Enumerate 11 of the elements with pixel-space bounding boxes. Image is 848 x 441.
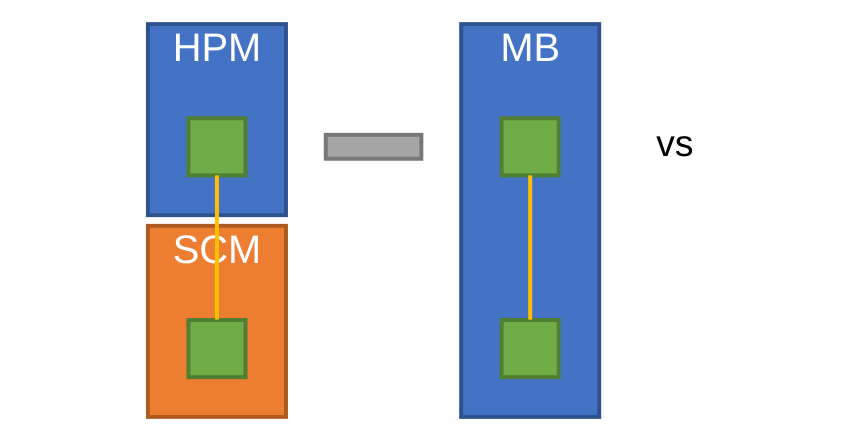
- node-box: [186, 116, 248, 178]
- node-box: [500, 318, 561, 380]
- cluster: HPM: [146, 22, 288, 218]
- connector: [528, 175, 532, 320]
- connector: [214, 175, 219, 320]
- cluster: MB: [459, 22, 602, 419]
- cluster: SCM: [146, 224, 288, 419]
- node-box: [500, 116, 561, 178]
- node-box: [186, 318, 248, 380]
- node-bar: [324, 132, 424, 161]
- label: vs: [656, 122, 694, 164]
